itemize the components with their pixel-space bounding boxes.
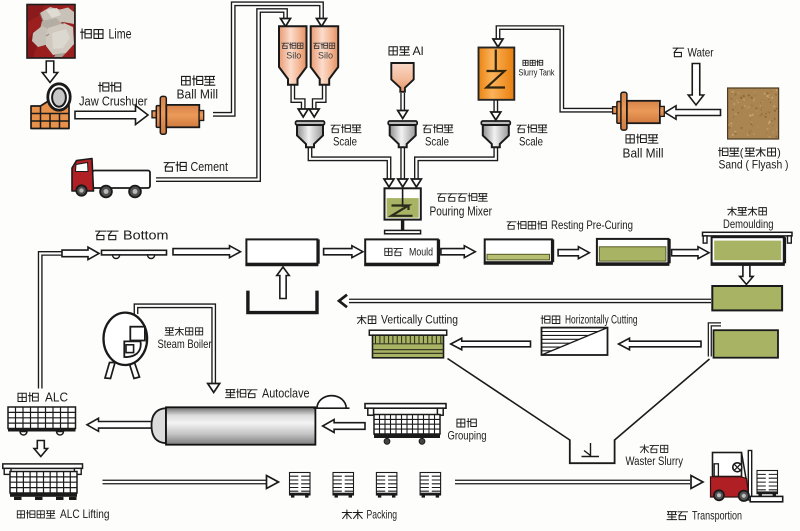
- svg-text:Mould: Mould: [409, 247, 433, 259]
- svg-text:Ball Mill: Ball Mill: [177, 88, 219, 102]
- svg-text:ALC: ALC: [45, 391, 68, 405]
- svg-text:Horizontally Cutting: Horizontally Cutting: [565, 315, 638, 327]
- svg-text:): ): [777, 147, 781, 159]
- svg-text:ALC Lifting: ALC Lifting: [60, 507, 110, 521]
- svg-text:Ball Mill: Ball Mill: [623, 147, 664, 161]
- svg-text:Lime: Lime: [109, 27, 132, 42]
- svg-text:Transportion: Transportion: [692, 509, 742, 523]
- svg-text:Grouping: Grouping: [448, 429, 487, 443]
- svg-text:Jaw Crushuer: Jaw Crushuer: [79, 95, 148, 109]
- svg-text:Al: Al: [413, 44, 424, 58]
- svg-text:Silo: Silo: [286, 51, 301, 61]
- svg-text:Steam Boiler: Steam Boiler: [158, 337, 212, 351]
- svg-text:Scale: Scale: [519, 135, 543, 149]
- svg-text:Slurry Tank: Slurry Tank: [519, 68, 555, 78]
- svg-text:Packing: Packing: [367, 508, 398, 522]
- svg-text:Resting Pre-Curing: Resting Pre-Curing: [551, 218, 633, 232]
- svg-text:Vertically Cutting: Vertically Cutting: [381, 315, 458, 327]
- svg-text:Scale: Scale: [425, 135, 449, 149]
- svg-text:Silo: Silo: [318, 51, 333, 61]
- svg-text:Waster Slurry: Waster Slurry: [626, 456, 684, 468]
- svg-text:Scale: Scale: [333, 135, 357, 149]
- svg-text:Sand ( Flyash ): Sand ( Flyash ): [719, 158, 789, 172]
- svg-text:Pouring Mixer: Pouring Mixer: [430, 205, 493, 219]
- svg-text:Cement: Cement: [191, 160, 229, 174]
- svg-text:Demoulding: Demoulding: [723, 217, 774, 231]
- svg-text:Water: Water: [688, 46, 714, 60]
- svg-text:Autoclave: Autoclave: [262, 387, 310, 401]
- svg-text:(: (: [740, 147, 744, 159]
- svg-text:Bottom: Bottom: [123, 229, 169, 243]
